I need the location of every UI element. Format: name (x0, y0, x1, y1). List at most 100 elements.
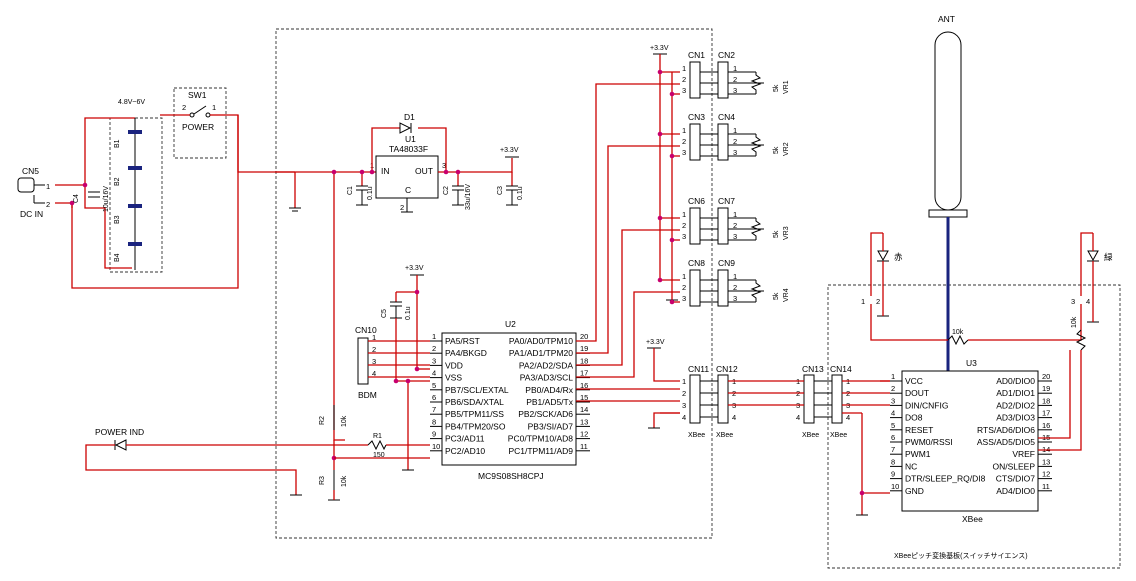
c1-value: 0.1u (367, 186, 374, 200)
cn-pin-num: 3 (733, 86, 737, 95)
cn-pin-num: 2 (682, 75, 686, 84)
mcu-pin-name: PB7/SCL/EXTAL (445, 385, 509, 395)
xbee-pin-name: PWM1 (905, 449, 931, 459)
mcu-pin-num: 14 (580, 405, 588, 414)
cn-pin-num: 3 (682, 86, 686, 95)
sw1-label: SW1 (188, 90, 207, 100)
xbee-pin-name: GND (905, 486, 924, 496)
xbee-pin-num: 9 (891, 470, 895, 479)
pot-label: VR1 (783, 80, 790, 94)
cn-pin-num: 1 (733, 126, 737, 135)
xbee-pin-name: RESET (905, 425, 933, 435)
u1-part: TA48033F (389, 144, 428, 154)
mcu-pin-name: PC3/AD11 (445, 434, 485, 444)
xbee-pin-name: VREF (1012, 449, 1035, 459)
cn-pin-num: 1 (682, 377, 686, 386)
mcu-pin-name: PA5/RST (445, 336, 480, 346)
cn-pin-num: 2 (682, 221, 686, 230)
cn10-pin-num: 2 (372, 345, 376, 354)
cn10-pin-num: 4 (372, 369, 376, 378)
mcu-pin-name: PC0/TPM10/AD8 (508, 434, 573, 444)
r2-value: 10k (341, 415, 348, 427)
pot-label: VR4 (783, 288, 790, 302)
xbee-right-pins: 20AD0/DIO019AD1/DIO118AD2/DIO217AD3/DIO3… (977, 372, 1052, 496)
cn-label: CN4 (718, 112, 735, 122)
cn-pin-num: 2 (733, 75, 737, 84)
c3-label: C3 (497, 186, 504, 195)
mcu-pin-num: 2 (432, 344, 436, 353)
u1-pin2: 2 (400, 203, 404, 212)
u2-part: MC9S08SH8CPJ (478, 471, 544, 481)
mcu-pin-num: 5 (432, 381, 436, 390)
b1-label: B1 (114, 139, 121, 148)
xbee-board-label: XBeeピッチ変換基板(スイッチサイエンス) (894, 551, 1028, 560)
xbee-pin-name: PWM0/RSSI (905, 437, 953, 447)
mcu-pin-name: VSS (445, 373, 462, 383)
pot-value: 5k (773, 292, 780, 300)
u3-xbee (901, 370, 1039, 512)
xbee-pin-name: DOUT (905, 388, 929, 398)
mcu-pin-name: PA3/AD3/SCL (520, 373, 574, 383)
c4-value: 10u/16V (103, 186, 110, 212)
cn-label: CN2 (718, 50, 735, 60)
mcu-pin-name: PB4/TPM20/SO (445, 421, 506, 431)
xbee-pin-name: AD3/DIO3 (996, 413, 1035, 423)
xbee-pin-name: DTR/SLEEP_RQ/DI8 (905, 474, 986, 484)
xbee-connectors: +3.3V CN11XBee1234CN12XBee1234CN13XBee12… (576, 339, 890, 439)
mcu-pin-name: PB5/TPM11/SS (445, 409, 504, 419)
pot-value: 5k (773, 230, 780, 238)
r3-value: 10k (341, 475, 348, 487)
cn-pin-num: 3 (733, 294, 737, 303)
regulator-section: U1 TA48033F IN OUT C 1 2 3 D1 +3.3V C1 0… (347, 112, 524, 213)
cn-pin-num: 3 (682, 232, 686, 241)
cn-pin-num: 2 (733, 221, 737, 230)
u2-label: U2 (505, 319, 516, 329)
cn-label: CN3 (688, 112, 705, 122)
v33-reg-label: +3.3V (500, 147, 519, 154)
xbee-sw-b3: 3 (1071, 297, 1075, 306)
mcu-pin-name: PA1/AD1/TPM20 (509, 348, 573, 358)
cn-pin-num: 1 (682, 272, 686, 281)
xbee-pin-num: 8 (891, 457, 895, 466)
cn10-label: CN10 (355, 325, 377, 335)
led-red (877, 250, 889, 262)
xbee-pin-name: CTS/DIO7 (996, 474, 1035, 484)
connector-block (689, 269, 701, 307)
cn-pin-num: 4 (846, 413, 850, 422)
mcu-pin-num: 11 (580, 442, 588, 451)
mcu-pin-name: PB2/SCK/AD6 (518, 409, 573, 419)
cn-label: CN6 (688, 196, 705, 206)
dcin-label: DC IN (20, 209, 43, 219)
pot-label: VR3 (783, 226, 790, 240)
cn10-connector (357, 337, 369, 385)
main-board-outline (275, 28, 713, 539)
mcu-pin-name: PB6/SDA/XTAL (445, 397, 504, 407)
mcu-pin-num: 6 (432, 393, 436, 402)
connector-block (689, 207, 701, 245)
connector-block (689, 374, 701, 424)
cn-pin-num: 3 (682, 294, 686, 303)
cn-pin-num: 1 (682, 64, 686, 73)
u3-part: XBee (962, 514, 983, 524)
mcu-pin-name: PB1/AD5/Tx (526, 397, 574, 407)
u1-c: C (405, 185, 411, 195)
xbee-pin-name: DIN/CNFIG (905, 400, 948, 410)
xbee-pin-num: 1 (891, 372, 895, 381)
xbee-sw-b4: 4 (1086, 297, 1090, 306)
mcu-pin-name: PA0/AD0/TPM10 (509, 336, 573, 346)
mcu-pin-num: 15 (580, 393, 588, 402)
cn-label: CN14 (830, 364, 852, 374)
antenna (934, 31, 962, 211)
xbee-pin-num: 7 (891, 445, 895, 454)
xbee-cn-label: XBee (716, 432, 733, 439)
cn-pin-num: 3 (733, 232, 737, 241)
xbee-pin-num: 20 (1042, 372, 1050, 381)
connector-block (717, 269, 729, 307)
v33-mcu-label: +3.3V (405, 265, 424, 272)
cn-pin-num: 2 (733, 283, 737, 292)
cn10-pin-num: 3 (372, 357, 376, 366)
dc-jack (17, 177, 35, 193)
